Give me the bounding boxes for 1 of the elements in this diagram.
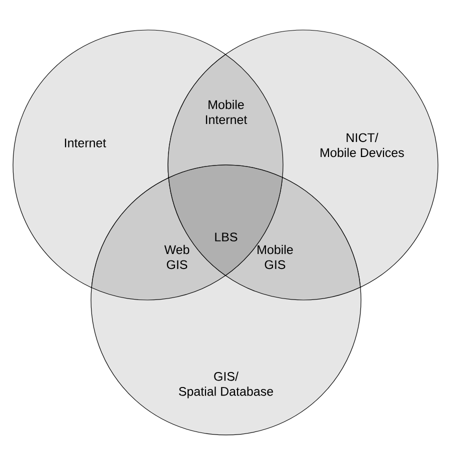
overlap-region: Mobile Internet <box>168 54 284 178</box>
